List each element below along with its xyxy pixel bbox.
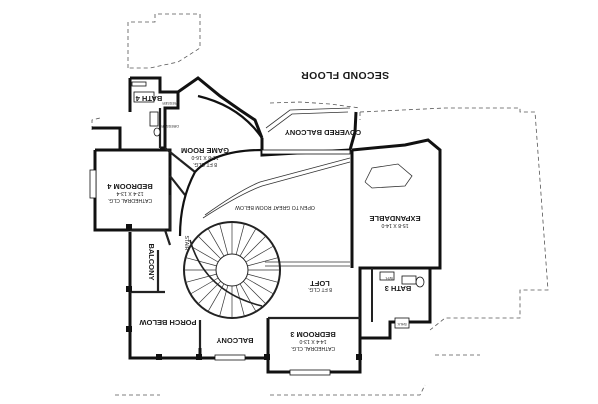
- stair-tread: [207, 283, 225, 312]
- stair-tread: [235, 285, 245, 317]
- open-below-label: OPEN TO GREAT ROOM BELOW: [235, 204, 315, 210]
- game-room-note: 8 FT CLG.: [193, 161, 217, 167]
- loft-label: LOFT: [310, 279, 330, 288]
- stair-tread: [197, 235, 221, 259]
- dresser-top-label: DRESSER: [162, 101, 180, 105]
- stair-tread: [243, 235, 267, 259]
- covered-balcony-label: COVERED BALCONY: [285, 128, 361, 137]
- fixtures: [133, 91, 425, 329]
- stair-tread: [190, 245, 219, 263]
- stair-tread: [207, 228, 225, 257]
- bedroom4-label: BEDROOM 4: [106, 182, 152, 191]
- shelf-label: SHLV.: [397, 322, 407, 326]
- bedroom3-note: CATHEDRAL CLG.: [291, 345, 335, 351]
- roof-outline: [91, 13, 549, 396]
- stair-tread: [243, 281, 267, 305]
- stair-tread: [219, 223, 229, 255]
- bedroom3-label: BEDROOM 3: [290, 330, 335, 339]
- bath3-label: BATH 3: [385, 284, 412, 293]
- circular-stair: [183, 221, 281, 319]
- porch-below-label: PORCH BELOW: [139, 318, 197, 327]
- windows: [89, 81, 351, 376]
- expandable-label: EXPANDABLE: [369, 214, 420, 223]
- balcony-left-label: BALCONY: [147, 243, 156, 280]
- stair-tread: [239, 228, 257, 257]
- stair-tread: [185, 273, 217, 283]
- floor-title: SECOND FLOOR: [301, 69, 389, 81]
- bedroom4-note: CATHEDRAL CLG.: [108, 197, 152, 203]
- game-room-label: GAME ROOM: [181, 146, 229, 155]
- stair-tread: [247, 273, 279, 283]
- bedroom4-size: 12-4 X 13-4: [116, 190, 143, 196]
- columns: [126, 224, 362, 360]
- stair-tread: [245, 277, 274, 295]
- interior-walls: [130, 108, 373, 348]
- bath4-label: BATH 4: [135, 94, 162, 103]
- loft-note: 8 FT CLG.: [308, 286, 332, 292]
- expandable-bay: [364, 163, 413, 189]
- stair-tread: [185, 257, 217, 267]
- curved-walls: [178, 94, 263, 237]
- bedroom3-size: 14-4 X 13-0: [299, 338, 326, 344]
- stair-tread: [239, 283, 257, 312]
- covered-balcony-rail: [265, 107, 351, 133]
- balcony-bottom-label: BALCONY: [216, 336, 253, 345]
- stair-tread: [245, 245, 274, 263]
- dresser-left-label: DRESSER: [161, 124, 179, 128]
- expandable-size: 15-8 X 14-0: [381, 222, 408, 228]
- stair-tread: [197, 281, 221, 305]
- wh-label: W.H.: [385, 276, 393, 280]
- game-room-size: 12-8 X 16-0: [191, 154, 218, 160]
- room-labels: BATH 4 GAME ROOM 12-8 X 16-0 8 FT CLG. C…: [106, 94, 420, 351]
- stair-tread: [235, 223, 245, 255]
- stair-treads: [184, 222, 280, 318]
- stair-tread: [247, 257, 279, 267]
- stair-label: STAIR: [183, 236, 189, 251]
